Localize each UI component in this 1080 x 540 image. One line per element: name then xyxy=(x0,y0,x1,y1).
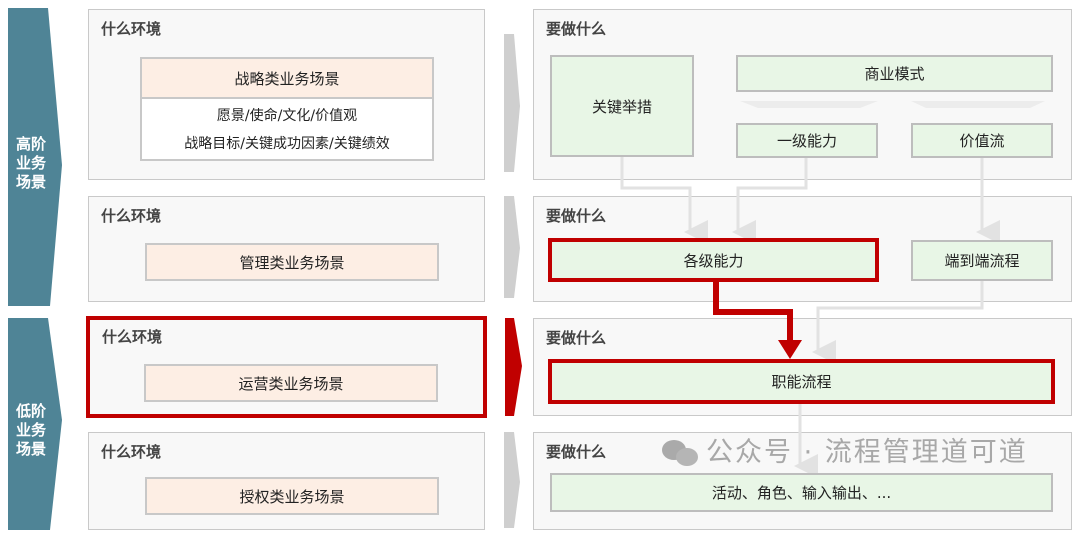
strategy-detail-2: 战略目标/关键成功因素/关键绩效 xyxy=(184,136,390,152)
chevron-arrow-icon xyxy=(504,196,520,298)
connector-line xyxy=(812,281,984,364)
connector-line xyxy=(620,157,708,244)
scene-operations: 运营类业务场景 xyxy=(144,364,438,402)
band-label-low: 低阶业务场景 xyxy=(16,401,47,458)
key-measures-box: 关键举措 xyxy=(550,55,694,157)
red-connector xyxy=(713,282,793,344)
chevron-arrow-icon xyxy=(504,34,520,172)
chevron-arrow-icon xyxy=(504,432,520,528)
high-level-band xyxy=(8,8,62,306)
scene-management: 管理类业务场景 xyxy=(145,243,439,281)
level-bands xyxy=(8,8,62,530)
scene-authorization: 授权类业务场景 xyxy=(145,477,439,515)
strategy-detail-1: 愿景/使命/文化/价值观 xyxy=(216,108,358,124)
scene-strategy: 战略类业务场景 xyxy=(142,59,432,99)
e2e-process-box: 端到端流程 xyxy=(911,240,1053,281)
value-stream-box: 价值流 xyxy=(911,123,1053,158)
capabilities-box: 各级能力 xyxy=(548,238,879,282)
env-title: 什么环境 xyxy=(101,20,162,38)
connector-line xyxy=(732,158,808,244)
activities-box: 活动、角色、输入输出、... xyxy=(550,473,1053,512)
chevrons xyxy=(504,34,522,528)
env-panel-operations: 什么环境 运营类业务场景 xyxy=(86,316,487,418)
fade-arrow xyxy=(911,101,1045,108)
chevron-arrow-icon-active xyxy=(505,318,522,416)
level1-capability-box: 一级能力 xyxy=(736,123,878,158)
env-panel-management: 什么环境 管理类业务场景 xyxy=(88,196,485,302)
fade-arrow xyxy=(740,101,878,108)
env-panel-authorization: 什么环境 授权类业务场景 xyxy=(88,432,485,530)
low-level-band xyxy=(8,318,62,530)
env-panel-strategy: 什么环境 战略类业务场景 愿景/使命/文化/价值观 战略目标/关键成功因素/关键… xyxy=(88,9,485,180)
band-label-high: 高阶业务场景 xyxy=(16,134,47,191)
functional-process-box: 职能流程 xyxy=(548,359,1055,404)
red-arrowhead xyxy=(778,340,802,359)
business-model-box: 商业模式 xyxy=(736,55,1053,92)
strategy-card: 战略类业务场景 愿景/使命/文化/价值观 战略目标/关键成功因素/关键绩效 xyxy=(140,57,434,161)
